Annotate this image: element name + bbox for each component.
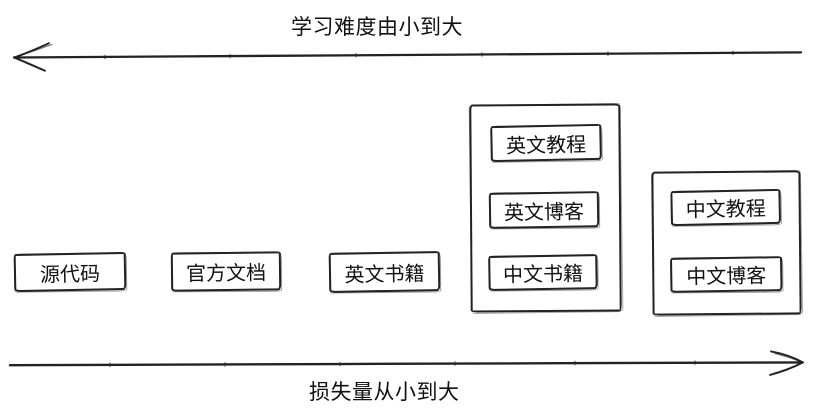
box-english-blogs: 英文博客 — [488, 191, 600, 229]
box-chinese-tutorials-label: 中文教程 — [685, 198, 766, 222]
right-arrow-line — [8, 361, 804, 367]
box-official-docs: 官方文档 — [170, 251, 282, 292]
left-arrow-head — [13, 42, 50, 59]
left-arrow — [12, 42, 803, 72]
left-arrow-head-lower — [13, 56, 46, 72]
box-english-tutorials-label: 英文教程 — [505, 133, 587, 158]
box-source-code: 源代码 — [13, 251, 127, 293]
box-official-docs-label: 官方文档 — [185, 262, 267, 286]
box-source-code-label: 源代码 — [39, 262, 101, 287]
box-chinese-tutorials: 中文教程 — [670, 188, 782, 227]
box-english-blogs-label: 英文博客 — [503, 200, 585, 225]
group-box-right: 中文教程 中文博客 — [651, 170, 802, 316]
box-english-books-label: 英文书籍 — [344, 262, 425, 287]
right-arrow-head — [770, 350, 804, 364]
top-axis-label: 学习难度由小到大 — [291, 16, 463, 39]
box-english-books: 英文书籍 — [328, 251, 441, 293]
group-box-middle: 英文教程 英文博客 中文书籍 — [469, 103, 622, 313]
right-arrow-pen-ticks — [109, 360, 696, 368]
box-english-tutorials: 英文教程 — [490, 123, 602, 163]
box-chinese-blogs: 中文博客 — [670, 256, 783, 293]
bottom-axis-label: 损失量从小到大 — [309, 381, 460, 404]
right-arrow — [8, 350, 804, 376]
right-arrow-head-lower — [769, 361, 804, 376]
left-arrow-line — [12, 51, 803, 59]
left-arrow-pen-ticks — [104, 50, 734, 60]
box-chinese-books-label: 中文书籍 — [502, 263, 584, 287]
box-chinese-blogs-label: 中文博客 — [686, 265, 767, 289]
box-chinese-books: 中文书籍 — [488, 254, 598, 291]
